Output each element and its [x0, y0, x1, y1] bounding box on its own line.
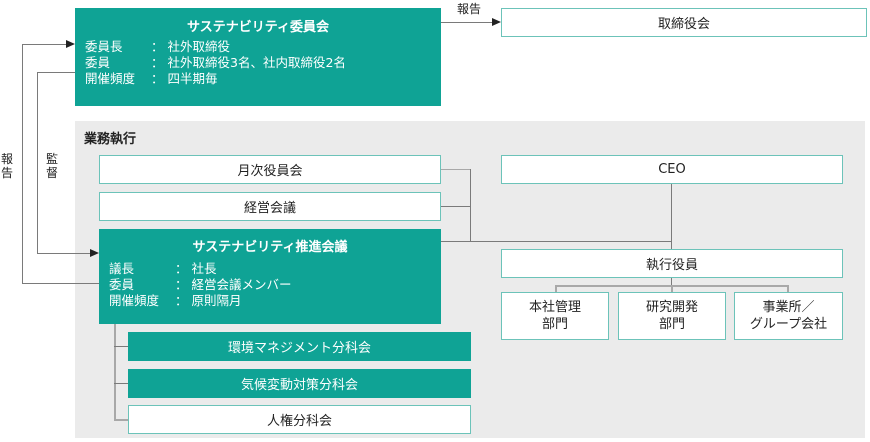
report-up-line-bottom: [22, 283, 99, 284]
info-sep: ：: [151, 71, 164, 86]
promotion-council-info: 議長 ： 社長 委員 ： 経営会議メンバー 開催頻度 ： 原則隔月: [109, 261, 441, 309]
executive-officers-label: 執行役員: [645, 258, 698, 273]
ceo-box[interactable]: CEO: [501, 155, 843, 184]
supervise-label: 監 督: [45, 152, 59, 180]
dept-branch-drop: [671, 285, 673, 293]
info-value: 原則隔月: [191, 293, 242, 308]
dept-line1: 事業所／: [762, 300, 815, 315]
info-sep: ：: [151, 55, 164, 70]
report-up-line-top: [22, 44, 67, 45]
management-meeting-box[interactable]: 経営会議: [99, 192, 441, 221]
vlabel-char: 報: [0, 152, 13, 166]
dept-line1: 本社管理: [528, 300, 581, 315]
report-up-label: 報 告: [0, 152, 14, 180]
connector-monthly: [441, 169, 471, 170]
subcommittee-branch: [114, 419, 128, 421]
info-value: 社外取締役3名、社内取締役2名: [167, 55, 346, 70]
board-label: 取締役会: [657, 17, 710, 32]
dept-branch-drop: [555, 285, 557, 293]
arrow-head-icon: [90, 249, 99, 257]
info-value: 四半期毎: [167, 71, 218, 86]
subcommittee-branch: [114, 346, 128, 347]
subcommittee-tree-vertical: [114, 324, 116, 420]
report-up-line-vertical: [22, 44, 23, 284]
dept-rnd-box[interactable]: 研究開発 部門: [618, 292, 726, 340]
info-key: 議長: [109, 261, 135, 276]
info-row-chair: 委員長 ： 社外取締役: [85, 39, 441, 55]
dept-line2: 部門: [541, 317, 568, 332]
sustainability-committee-info: 委員長 ： 社外取締役 委員 ： 社外取締役3名、社内取締役2名 開催頻度 ： 四半期…: [85, 39, 441, 87]
report-to-board-label: 報告: [457, 2, 482, 16]
subcommittee-environment-box[interactable]: 環境マネジメント分科会: [128, 332, 471, 361]
arrow-head-icon: [66, 40, 75, 48]
dept-line2: 部門: [658, 317, 685, 332]
ceo-label: CEO: [658, 162, 686, 177]
management-meeting-label: 経営会議: [243, 201, 296, 216]
supervise-line-bottom: [37, 253, 91, 254]
connector-council-to-ceo: [441, 241, 672, 242]
info-key: 委員長: [85, 39, 123, 54]
info-row-frequency: 開催頻度 ： 原則隔月: [109, 293, 441, 309]
info-row-members: 委員 ： 社外取締役3名、社内取締役2名: [85, 55, 441, 71]
info-row-chair: 議長 ： 社長: [109, 261, 441, 277]
subcommittee-climate-box[interactable]: 気候変動対策分科会: [128, 369, 471, 398]
supervise-line-top: [37, 72, 75, 73]
sustainability-committee-box[interactable]: サステナビリティ委員会 委員長 ： 社外取締役 委員 ： 社外取締役3名、社内取締役…: [75, 8, 441, 106]
sustainability-committee-title: サステナビリティ委員会: [187, 20, 329, 35]
dept-headquarters-box[interactable]: 本社管理 部門: [501, 292, 609, 340]
subcommittee-label: 人権分科会: [266, 414, 332, 429]
info-value: 社外取締役: [167, 39, 231, 54]
dept-line2: グループ会社: [749, 317, 828, 332]
dept-sites-group-box[interactable]: 事業所／ グループ会社: [734, 292, 843, 340]
officers-to-depts-line: [671, 278, 672, 286]
info-key: 委員: [109, 277, 135, 292]
monthly-officers-meeting-label: 月次役員会: [237, 164, 303, 179]
promotion-council-title: サステナビリティ推進会議: [192, 240, 348, 255]
report-to-board-line: [441, 22, 493, 23]
vlabel-char: 告: [0, 166, 13, 180]
execution-panel-title: 業務執行: [84, 132, 137, 147]
arrow-head-icon: [492, 18, 501, 26]
info-row-frequency: 開催頻度 ： 四半期毎: [85, 71, 441, 87]
subcommittee-branch: [114, 383, 128, 384]
subcommittee-human-rights-box[interactable]: 人権分科会: [128, 405, 471, 434]
info-key: 委員: [85, 55, 111, 70]
dept-line1: 研究開発: [645, 300, 698, 315]
dept-branch-drop: [787, 285, 789, 293]
promotion-council-box[interactable]: サステナビリティ推進会議 議長 ： 社長 委員 ： 経営会議メンバー 開催頻度 ： 原…: [99, 229, 441, 324]
subcommittee-label: 環境マネジメント分科会: [227, 341, 371, 356]
info-value: 経営会議メンバー: [191, 277, 292, 292]
info-key: 開催頻度: [109, 293, 160, 308]
monthly-officers-meeting-box[interactable]: 月次役員会: [99, 155, 441, 184]
info-sep: ：: [175, 293, 188, 308]
connector-management: [441, 206, 471, 207]
supervise-line-vertical: [37, 72, 38, 254]
executive-officers-box[interactable]: 執行役員: [501, 249, 843, 278]
subcommittee-label: 気候変動対策分科会: [240, 378, 358, 393]
info-value: 社長: [191, 261, 217, 276]
connector-vertical: [470, 169, 471, 242]
info-row-members: 委員 ： 経営会議メンバー: [109, 277, 441, 293]
vlabel-char: 監: [45, 152, 58, 166]
info-sep: ：: [151, 39, 164, 54]
board-box[interactable]: 取締役会: [501, 8, 867, 37]
info-sep: ：: [175, 261, 188, 276]
vlabel-char: 督: [45, 166, 58, 180]
ceo-to-officers-line: [671, 184, 672, 250]
info-sep: ：: [175, 277, 188, 292]
info-key: 開催頻度: [85, 71, 136, 86]
